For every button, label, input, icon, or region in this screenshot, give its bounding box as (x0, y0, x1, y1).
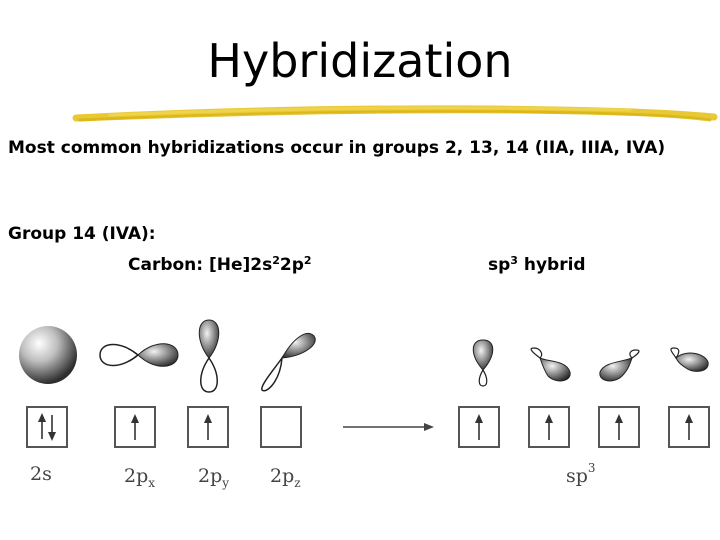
sp3-prefix: sp (488, 255, 511, 275)
sp3-orbital-1 (472, 339, 494, 387)
label-2s: 2s (30, 463, 52, 485)
spin-up-arrow-icon (131, 414, 139, 440)
spin-up-arrow-icon (204, 414, 212, 440)
label-2px: 2px (124, 465, 155, 490)
box-2px (114, 406, 156, 448)
sp3-orbital-3 (599, 349, 640, 382)
carbon-config-mid: 2p (279, 255, 304, 275)
label-2pz: 2pz (270, 465, 301, 490)
sp3-sup: 3 (510, 254, 518, 267)
spin-up-arrow-icon (38, 413, 46, 439)
spin-up-arrow-icon (685, 414, 693, 440)
spin-up-arrow-icon (475, 414, 483, 440)
box-2s (26, 406, 68, 448)
py-orbital (198, 319, 220, 393)
spin-up-arrow-icon (615, 414, 623, 440)
sp3-orbital-4 (670, 347, 709, 372)
sp3-orbital-2 (530, 347, 571, 382)
label-sp3: sp3 (566, 461, 596, 487)
spin-down-arrow-icon (48, 415, 56, 441)
title-underline (72, 105, 718, 122)
px-orbital (99, 343, 179, 367)
box-2pz (260, 406, 302, 448)
slide-title: Hybridization (207, 34, 513, 88)
carbon-config-sup-2: 2 (303, 254, 312, 267)
carbon-config-prefix: Carbon: [He]2s (128, 255, 273, 275)
sp3-hybrid-label: sp3 hybrid (488, 254, 586, 275)
spin-up-arrow-icon (545, 414, 553, 440)
pz-orbital (261, 333, 316, 392)
group-heading: Group 14 (IVA): (8, 224, 156, 244)
s-orbital-sphere (19, 326, 77, 384)
hybridization-arrow-icon (343, 423, 434, 431)
label-2py: 2py (198, 465, 229, 490)
orbital-diagram: 2s 2px 2py 2pz sp3 (19, 319, 710, 490)
carbon-configuration: Carbon: [He]2s22p2 (128, 254, 312, 275)
intro-text: Most common hybridizations occur in grou… (8, 138, 666, 158)
carbon-config-sup-1: 2 (272, 254, 280, 267)
sp3-suffix: hybrid (517, 255, 586, 275)
